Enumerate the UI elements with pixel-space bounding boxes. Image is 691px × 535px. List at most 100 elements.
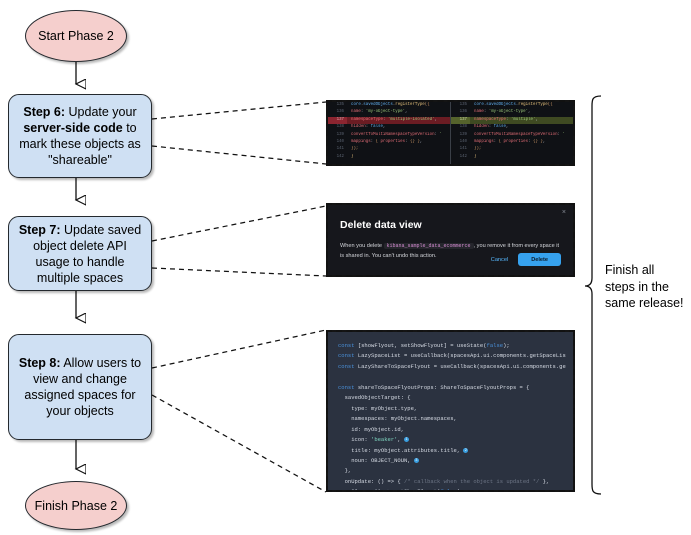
code-line: namespaces: myObject.namespaces, — [338, 415, 457, 423]
delete-button[interactable]: Delete — [518, 253, 561, 266]
node-start-label: Start Phase 2 — [38, 29, 114, 43]
diff-line-number: 141 — [336, 147, 344, 152]
diff-line-number: 135 — [336, 103, 344, 107]
diff-line-code: namespaceType: 'multiple-isolated', — [351, 117, 438, 122]
code-line: onClose: () => setShowFlyout(false), — [338, 488, 464, 492]
diff-line: 138 hidden: false, — [328, 124, 450, 131]
node-step-8-prefix: Step 8: — [18, 356, 61, 370]
diff-line-number: 135 — [459, 103, 467, 107]
dialog-body: When you delete kibana_sample_data_ecomm… — [340, 241, 561, 262]
node-step-7[interactable]: Step 7: Update saved object delete API u… — [8, 216, 152, 291]
diff-line-code: hidden: false, — [474, 125, 509, 130]
screenshot-delete-modal[interactable]: × Delete data view When you delete kiban… — [326, 203, 575, 277]
dialog-footer: Cancel Delete — [491, 253, 561, 266]
diff-line: 136 name: 'my-object-type', — [328, 109, 450, 116]
node-finish-label: Finish Phase 2 — [34, 498, 118, 513]
dialog-object-name: kibana_sample_data_ecommerce — [383, 243, 474, 249]
diff-line-number: 137 — [328, 116, 347, 125]
diff-line-code: convertToMultiNamespaceTypeVersion: ' — [474, 132, 565, 137]
diff-line-code: } — [474, 154, 477, 159]
code-line: icon: 'beaker', 1 — [338, 436, 410, 444]
node-step-8-body: Allow users to view and change assigned … — [24, 356, 142, 418]
diff-line-number: 137 — [451, 116, 470, 125]
diff-line-number: 140 — [336, 139, 344, 144]
diff-line: 138 hidden: false, — [451, 124, 573, 131]
close-icon[interactable]: × — [561, 209, 566, 216]
diff-line: 136 name: 'my-object-type', — [451, 109, 573, 116]
diff-line: 139 convertToMultiNamespaceTypeVersion: … — [328, 132, 450, 139]
diff-line-number: 140 — [459, 139, 467, 144]
node-step-6-text: Step 6: Update your server-side code to … — [16, 104, 144, 168]
diff-line: 140 mappings: { properties: {} }, — [451, 139, 573, 146]
dialog-body-after: , you remove it from every space it is s… — [340, 243, 560, 260]
screenshot-share-flyout-code[interactable]: const [showFlyout, setShowFlyout] = useS… — [326, 330, 575, 492]
node-step-7-body: Update saved object delete API usage to … — [33, 222, 142, 285]
code-line — [338, 372, 573, 382]
screenshot-code-diff[interactable]: 135 core.savedObjects.registerType({ 136 n… — [326, 100, 575, 166]
code-block: const [showFlyout, setShowFlyout] = useS… — [328, 332, 573, 490]
diff-line-number: 141 — [459, 147, 467, 152]
code-line: noun: OBJECT_NOUN, 3 — [338, 456, 419, 464]
release-annotation-text: Finish all steps in the same release! — [605, 263, 684, 310]
diff-line: 135 core.savedObjects.registerType({ — [451, 102, 573, 109]
code-line: const [showFlyout, setShowFlyout] = useS… — [338, 342, 510, 349]
diff-line-code: core.savedObjects.registerType({ — [351, 103, 430, 107]
diff-line: 137 namespaceType: 'multiple-isolated', — [328, 116, 450, 125]
diff-line: 137 namespaceType: 'multiple', — [451, 116, 573, 125]
code-line: const shareToSpaceFlyoutProps: ShareToSp… — [338, 383, 530, 391]
diff-line: 142} — [328, 154, 450, 161]
diff-line-code: mappings: { properties: {} }, — [351, 139, 423, 144]
code-line: const LazySpaceList = useCallback(spaces… — [338, 352, 566, 360]
diff-line-code: } — [351, 154, 354, 159]
diff-line-code: }); — [474, 147, 482, 152]
diff-line-number: 138 — [459, 125, 467, 130]
dialog-body-before: When you delete — [340, 243, 384, 249]
diff-line-number: 136 — [336, 110, 344, 115]
code-line: onUpdate: () => { /* callback when the o… — [338, 477, 550, 485]
diff-line-number: 136 — [459, 110, 467, 115]
node-finish-phase-2[interactable]: Finish Phase 2 — [25, 481, 127, 530]
diff-pane-before: 135 core.savedObjects.registerType({ 136 n… — [328, 102, 451, 164]
code-line: id: myObject.id, — [338, 425, 405, 433]
diff-line-number: 139 — [336, 132, 344, 137]
diff-line: 139 convertToMultiNamespaceTypeVersion: … — [451, 132, 573, 139]
node-step-6-body: Update your — [65, 105, 137, 119]
diff-line-code: namespaceType: 'multiple', — [474, 117, 538, 122]
node-step-6-emphasis: server-side code — [23, 121, 123, 135]
diff-line-code: mappings: { properties: {} }, — [474, 139, 546, 144]
node-step-6-prefix: Step 6: — [23, 105, 66, 119]
diff-pane-after: 135 core.savedObjects.registerType({ 136 n… — [451, 102, 573, 164]
diff-line-number: 139 — [459, 132, 467, 137]
diff-line-number: 142 — [336, 154, 344, 159]
code-line: type: myObject.type, — [338, 404, 418, 412]
diff-line-code: name: 'my-object-type', — [474, 110, 531, 115]
node-start-phase-2[interactable]: Start Phase 2 — [25, 10, 127, 62]
cancel-button[interactable]: Cancel — [490, 256, 509, 263]
diff-line-code: hidden: false, — [351, 125, 386, 130]
diff-line-code: name: 'my-object-type', — [351, 110, 408, 115]
diff-line-code: convertToMultiNamespaceTypeVersion: ' — [351, 132, 442, 137]
delete-data-view-dialog: × Delete data view When you delete kiban… — [328, 205, 573, 275]
diff-line-number: 138 — [336, 125, 344, 130]
dialog-title: Delete data view — [340, 219, 422, 231]
node-step-8[interactable]: Step 8: Allow users to view and change a… — [8, 334, 152, 440]
diff-line: 141}); — [451, 146, 573, 153]
diff-line-code: }); — [351, 147, 359, 152]
node-step-6[interactable]: Step 6: Update your server-side code to … — [8, 94, 152, 178]
diff-line-code: core.savedObjects.registerType({ — [474, 103, 553, 107]
node-step-8-text: Step 8: Allow users to view and change a… — [16, 355, 144, 419]
diff-viewer: 135 core.savedObjects.registerType({ 136 n… — [328, 102, 573, 164]
diff-line: 142} — [451, 154, 573, 161]
diff-line: 135 core.savedObjects.registerType({ — [328, 102, 450, 109]
code-line: title: myObject.attributes.title, 2 — [338, 446, 469, 454]
node-step-6-rest: to mark these objects as "shareable" — [19, 121, 141, 167]
node-step-7-text: Step 7: Update saved object delete API u… — [16, 222, 144, 286]
diff-line: 141}); — [328, 146, 450, 153]
code-line: const LazyShareToSpaceFlyout = useCallba… — [338, 362, 566, 370]
release-annotation: Finish all steps in the same release! — [605, 262, 687, 312]
node-step-7-prefix: Step 7: — [18, 222, 61, 237]
code-line: savedObjectTarget: { — [338, 394, 411, 402]
code-line: }, — [338, 467, 352, 475]
diff-line-number: 142 — [459, 154, 467, 159]
